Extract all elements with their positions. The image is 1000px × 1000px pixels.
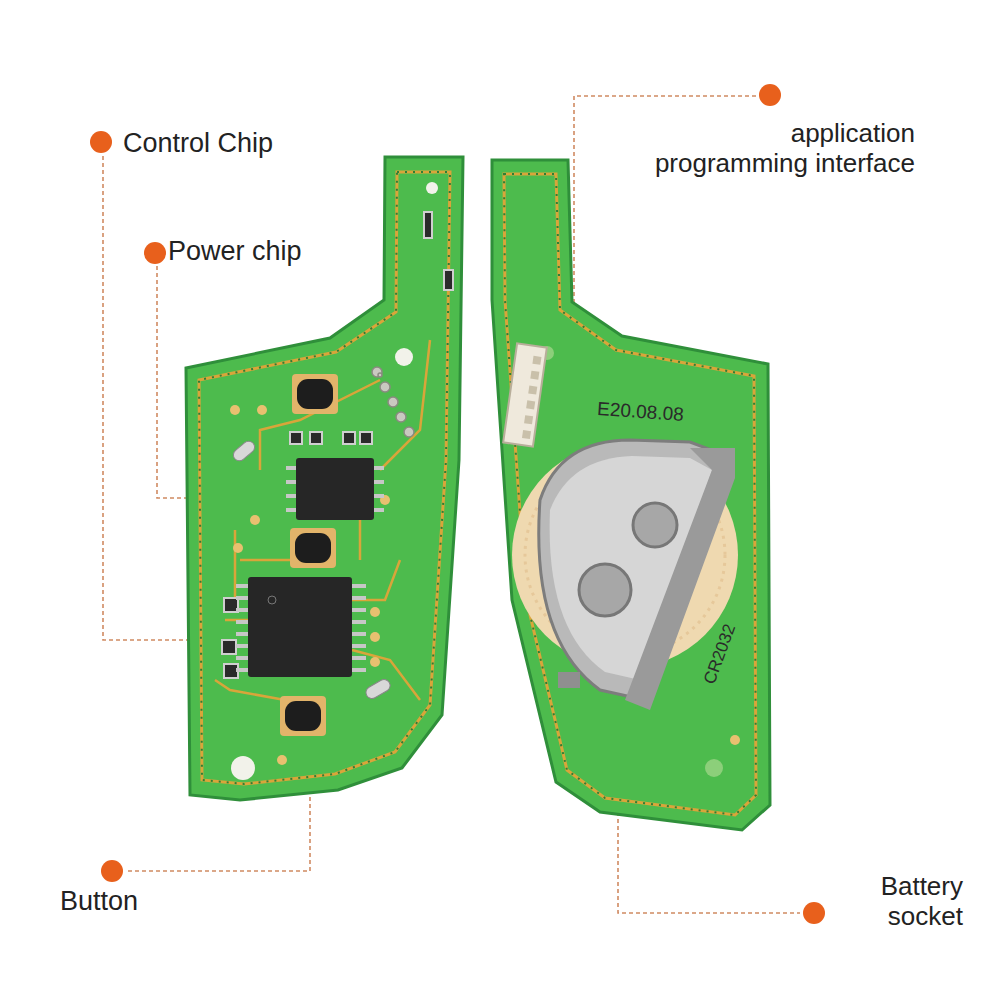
callout-label: Power chip — [168, 236, 302, 267]
right-board — [492, 160, 770, 830]
programming-connector — [503, 343, 547, 446]
button-switch — [280, 374, 338, 736]
callout-label: Control Chip — [123, 128, 273, 159]
leader-lines — [103, 96, 800, 913]
callout-label: Battery socket — [843, 872, 963, 932]
callout-label: application programming interface — [643, 119, 915, 179]
callout-label: Button — [60, 886, 138, 917]
callout-dots — [90, 84, 825, 924]
